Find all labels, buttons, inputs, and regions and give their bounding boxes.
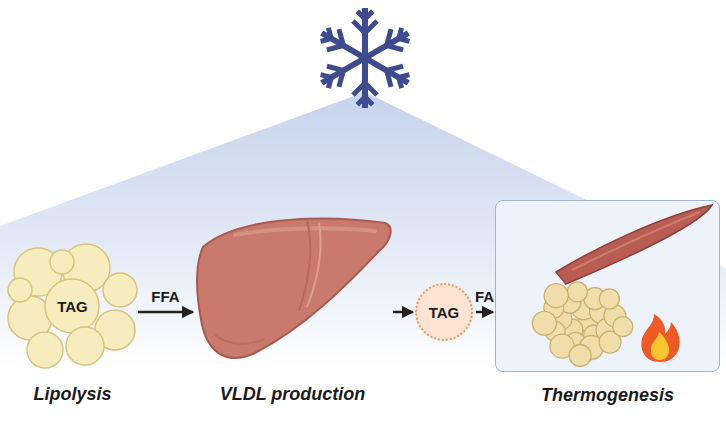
edge-label: FFA [151, 288, 179, 305]
muscle [556, 205, 712, 284]
node-label: TAG [429, 304, 460, 321]
panel-fill [495, 200, 720, 372]
flame-icon [641, 314, 679, 362]
snowflake-icon [321, 8, 410, 108]
flow-arrow [138, 311, 193, 314]
flow-arrow [393, 311, 413, 314]
edge-label: FA [475, 288, 494, 305]
caption-label: Thermogenesis [541, 385, 674, 406]
thermogenesis-panel: Thermogenesis [495, 200, 720, 372]
node-label: TAG [57, 298, 88, 315]
flow-arrow [476, 311, 493, 314]
adipose-tissue: TAGLipolysis [10, 250, 135, 362]
cold-cone [0, 92, 726, 421]
liver: VLDL production [195, 215, 390, 362]
caption-label: Lipolysis [33, 384, 111, 405]
caption-label: VLDL production [220, 384, 366, 405]
liver-organ [197, 218, 391, 357]
brown-adipose-cells [532, 282, 632, 367]
white-adipose-cells [8, 244, 137, 368]
vldl-particle: TAG [415, 283, 473, 341]
